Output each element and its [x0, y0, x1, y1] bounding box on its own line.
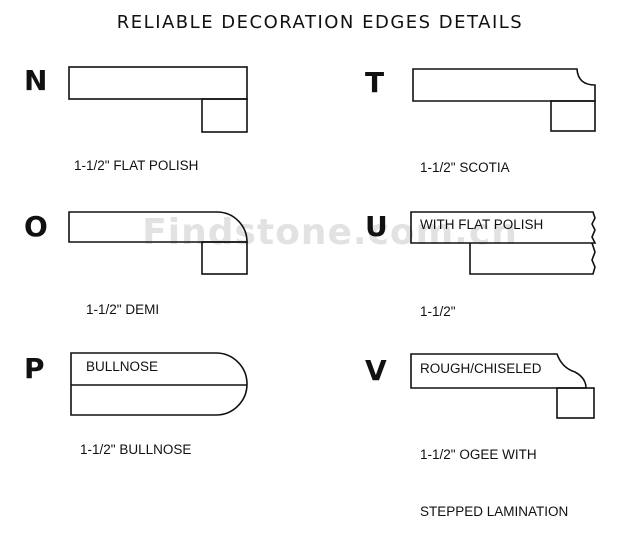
edge-profile-t	[412, 68, 596, 132]
edge-letter-n: N	[24, 64, 48, 97]
edge-letter-v: V	[365, 354, 387, 387]
edge-letter-p: P	[24, 352, 45, 385]
edge-caption-u: 1-1/2" ROUGH/CHISELED	[420, 264, 542, 416]
edge-profile-u	[410, 211, 597, 275]
caption-line: 1-1/2" SCOTIA	[420, 160, 510, 175]
edge-caption-n: 1-1/2" FLAT POLISH	[74, 118, 198, 213]
edge-caption-o: 1-1/2" DEMI BULLNOSE	[86, 262, 159, 414]
edge-caption-p: 1-1/2" BULLNOSE	[80, 402, 191, 497]
edge-details-sheet: RELIABLE DECORATION EDGES DETAILS Findst…	[24, 12, 597, 519]
edge-letter-u: U	[365, 210, 388, 243]
caption-line: 1-1/2" BULLNOSE	[80, 442, 192, 457]
edge-caption-v: 1-1/2" OGEE WITH STEPPED LAMINATION	[420, 407, 568, 559]
edge-profile-o	[68, 211, 248, 275]
caption-line: 1-1/2" FLAT POLISH	[74, 158, 199, 173]
caption-line: BULLNOSE	[86, 359, 159, 374]
caption-line: 1-1/2" DEMI	[86, 302, 160, 317]
edge-profile-v	[410, 353, 595, 419]
caption-line: ROUGH/CHISELED	[420, 361, 542, 376]
edge-caption-t: 1-1/2" SCOTIA WITH FLAT POLISH	[420, 120, 543, 272]
edge-profile-n	[68, 66, 248, 133]
edge-letter-o: O	[24, 210, 48, 243]
page-title: RELIABLE DECORATION EDGES DETAILS	[116, 12, 524, 33]
edge-letter-t: T	[365, 66, 385, 99]
caption-line: WITH FLAT POLISH	[420, 217, 544, 232]
caption-line: 1-1/2"	[420, 304, 456, 319]
caption-line: STEPPED LAMINATION	[420, 504, 569, 519]
watermark: Findstone.com.cn	[142, 212, 518, 253]
edge-profile-p	[70, 352, 248, 416]
caption-line: 1-1/2" OGEE WITH	[420, 447, 537, 462]
edge-profiles-drawing	[68, 66, 597, 419]
